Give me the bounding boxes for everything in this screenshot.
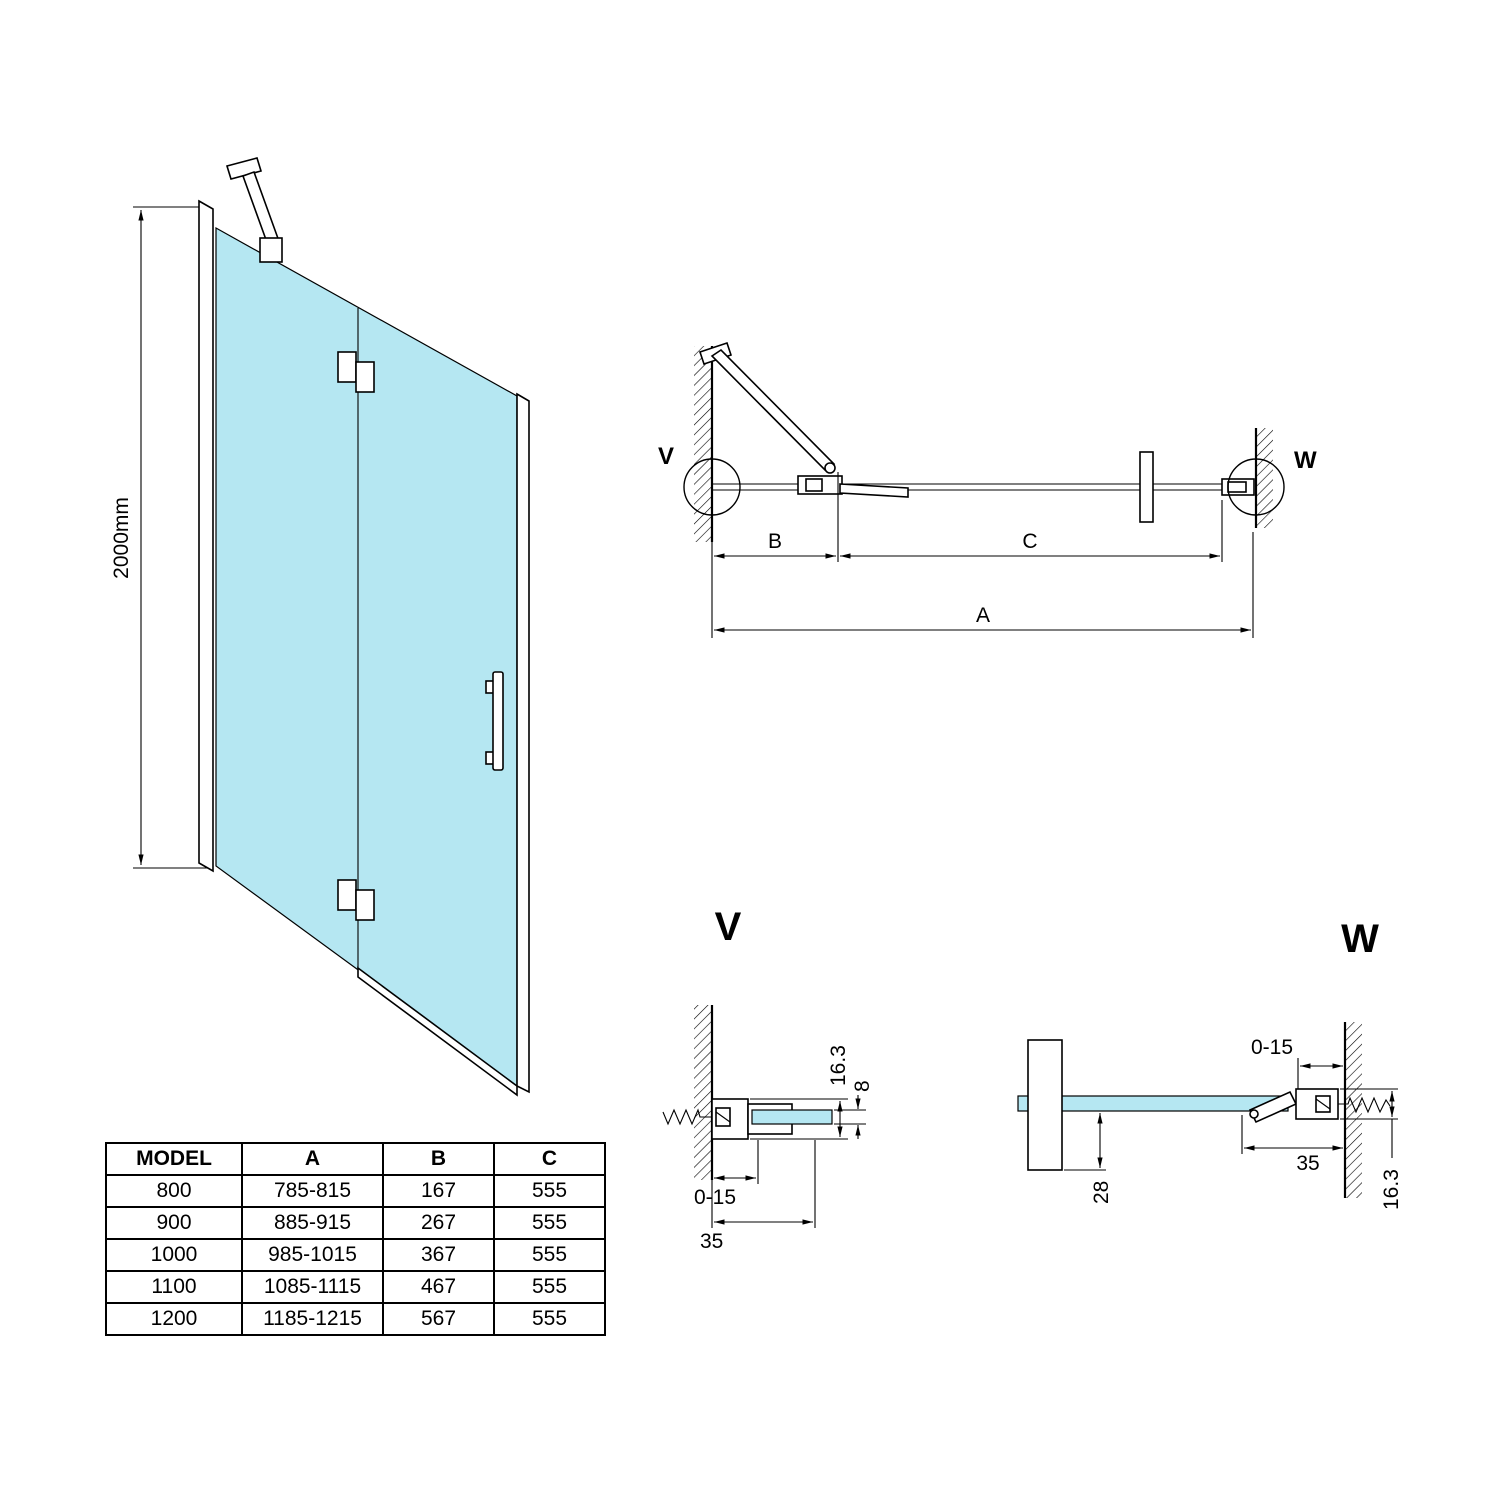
handle-section-w <box>1027 1039 1063 1171</box>
table-cell: 1185-1215 <box>241 1302 384 1336</box>
right-bracket-plan <box>1221 478 1255 496</box>
bottom-hinge <box>337 879 375 921</box>
table-cell: 1085-1115 <box>241 1270 384 1304</box>
detail-w: W 0-15 35 16.3 <box>1017 917 1403 1210</box>
dim-label-c: C <box>1022 530 1037 553</box>
plan-marker-v: V <box>658 443 674 470</box>
door-edge-profile <box>516 392 530 1094</box>
detail-v-wall-hatch <box>694 1005 712 1180</box>
dim-label-b: B <box>768 530 782 553</box>
support-arm-plan <box>698 341 909 498</box>
table-header-model: MODEL <box>105 1142 243 1176</box>
detail-v-dimensions: 16.3 8 0-15 35 <box>694 1045 874 1253</box>
dim-label-35-w: 35 <box>1296 1152 1319 1175</box>
detail-v-title: V <box>715 905 742 949</box>
table-cell: 1100 <box>105 1270 243 1304</box>
detail-w-title: W <box>1341 917 1379 961</box>
bottom-seal <box>357 966 518 1097</box>
wall-profile <box>198 199 214 873</box>
table-header-b: B <box>382 1142 495 1176</box>
table-header-row: MODEL A B C <box>105 1142 606 1176</box>
right-wall-hatch <box>1256 428 1273 528</box>
detail-v: V 16.3 8 0-15 <box>662 905 874 1253</box>
glass-section-v <box>751 1109 833 1125</box>
detail-circle-w <box>1227 458 1285 516</box>
table-row: 1000 985-1015 367 555 <box>105 1238 606 1272</box>
screw-v <box>662 1108 712 1126</box>
left-wall-hatch <box>694 346 712 542</box>
table-cell: 555 <box>493 1270 606 1304</box>
dim-label-163-w: 16.3 <box>1380 1169 1403 1210</box>
table-cell: 467 <box>382 1270 495 1304</box>
table-row: 800 785-815 167 555 <box>105 1174 606 1208</box>
table-header-c: C <box>493 1142 606 1176</box>
table-cell: 985-1015 <box>241 1238 384 1272</box>
glass-plan-line <box>712 483 1253 491</box>
table-cell: 167 <box>382 1174 495 1208</box>
table-row: 1200 1185-1215 567 555 <box>105 1302 606 1336</box>
table-cell: 267 <box>382 1206 495 1240</box>
spec-table: MODEL A B C 800 785-815 167 555 900 885-… <box>105 1142 606 1336</box>
table-cell: 555 <box>493 1206 606 1240</box>
dim-label-28-w: 28 <box>1090 1181 1113 1204</box>
table-cell: 785-815 <box>241 1174 384 1208</box>
table-cell: 555 <box>493 1174 606 1208</box>
table-cell: 567 <box>382 1302 495 1336</box>
table-cell: 900 <box>105 1206 243 1240</box>
dim-label-35-v: 35 <box>700 1230 723 1253</box>
dim-label-015-v: 0-15 <box>694 1186 736 1209</box>
support-arm <box>225 157 283 263</box>
plan-dimensions: B C A <box>711 472 1254 638</box>
top-hinge <box>337 351 375 393</box>
table-cell: 555 <box>493 1302 606 1336</box>
detail-w-wall-hatch <box>1345 1022 1362 1198</box>
table-row: 1100 1085-1115 467 555 <box>105 1270 606 1304</box>
door-handle <box>485 671 504 771</box>
table-cell: 1200 <box>105 1302 243 1336</box>
dim-label-8-v: 8 <box>851 1080 874 1092</box>
table-cell: 800 <box>105 1174 243 1208</box>
dim-label-a: A <box>976 604 990 627</box>
detail-w-dimensions: 0-15 35 16.3 28 <box>1064 1036 1403 1210</box>
table-row: 900 885-915 267 555 <box>105 1206 606 1240</box>
dim-label-163-v: 16.3 <box>827 1045 850 1086</box>
table-cell: 1000 <box>105 1238 243 1272</box>
table-header-a: A <box>241 1142 384 1176</box>
front-view: 2000mm <box>110 157 530 1097</box>
screw-w <box>1338 1096 1391 1114</box>
dim-label-015-w: 0-15 <box>1251 1036 1293 1059</box>
plan-view: V W B C A <box>658 341 1317 638</box>
wall-profile-section-w <box>1248 1088 1339 1124</box>
table-cell: 555 <box>493 1238 606 1272</box>
table-cell: 367 <box>382 1238 495 1272</box>
plan-marker-w: W <box>1294 447 1317 474</box>
handle-plan <box>1139 451 1154 523</box>
table-cell: 885-915 <box>241 1206 384 1240</box>
front-height-label: 2000mm <box>110 497 133 579</box>
glass-panel <box>215 226 518 1088</box>
front-height-dimension: 2000mm <box>110 206 210 869</box>
